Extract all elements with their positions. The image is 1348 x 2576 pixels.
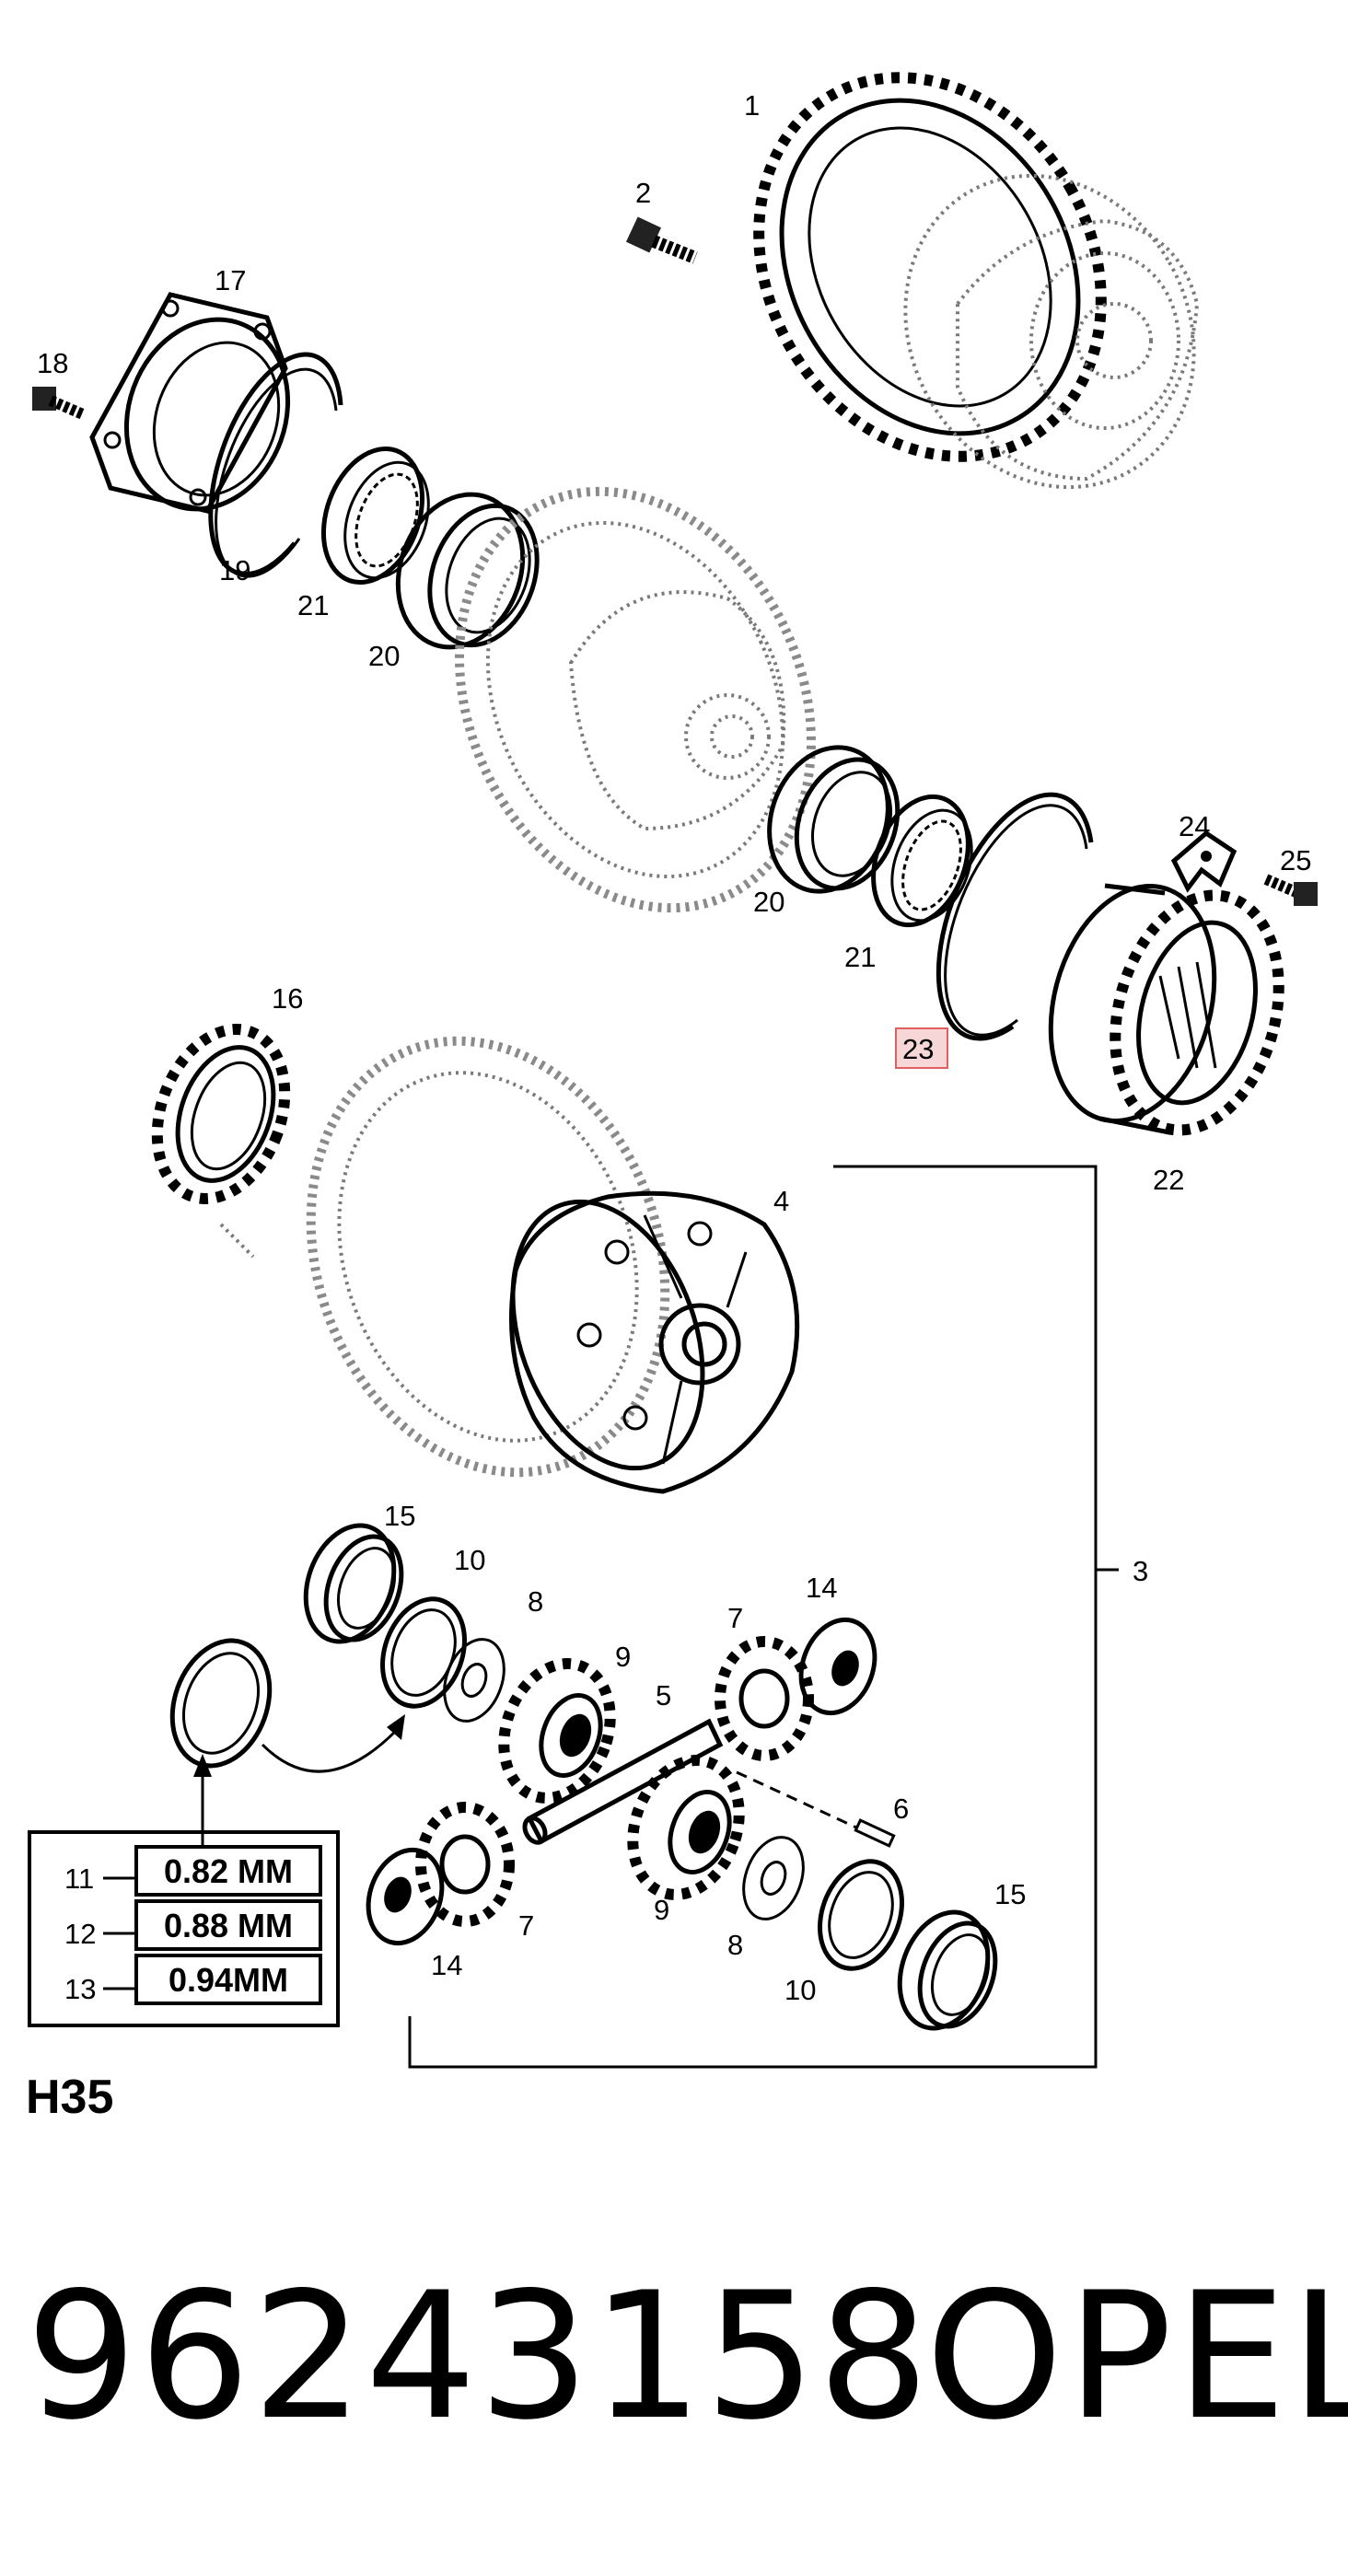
footer: 96243158 OPEL (0, 2237, 1348, 2477)
callout-23-highlight (895, 1027, 948, 1069)
snap-ring-part-23 (935, 792, 1094, 1041)
callout-21-lower: 21 (844, 941, 876, 973)
flange-part-17 (89, 292, 291, 514)
washer-part-10-lower (818, 1859, 904, 1971)
exploded-parts-diagram: 11 12 13 0.82 MM 0.88 MM 0.94MM H35 1 2 … (26, 72, 1318, 2118)
callout-8-lower: 8 (727, 1929, 743, 1961)
spec-value-12: 0.88 MM (164, 1907, 293, 1944)
callout-10-upper: 10 (454, 1544, 485, 1576)
group-bracket-part-3 (408, 1165, 1119, 2069)
callout-2: 2 (635, 177, 651, 209)
bolt-part-25 (1263, 874, 1318, 906)
callout-7-upper: 7 (727, 1602, 743, 1634)
race-part-15-lower (897, 1909, 998, 2031)
washer-part-14-lower (366, 1847, 445, 1946)
callout-14-upper: 14 (806, 1572, 837, 1604)
callout-9-lower: 9 (654, 1894, 669, 1926)
washer-part-14-upper (798, 1617, 877, 1716)
selectable-shim (169, 1638, 273, 1769)
part-number: 96243158 (26, 2255, 932, 2458)
callout-16: 16 (272, 982, 303, 1015)
callout-23: 23 (902, 1033, 934, 1065)
bolt-part-2 (625, 216, 698, 264)
brand-name: OPEL (925, 2255, 1348, 2458)
diagram-code: H35 (26, 2071, 113, 2118)
bearing-part-20-upper (395, 492, 540, 650)
spec-value-11: 0.82 MM (164, 1852, 293, 1890)
callout-21-upper: 21 (297, 589, 329, 621)
up-arrow-icon (193, 1754, 212, 1832)
callout-24: 24 (1179, 810, 1210, 842)
callout-25: 25 (1280, 844, 1311, 876)
ghost-ring-gear-middle (455, 486, 816, 913)
callout-15-lower: 15 (994, 1878, 1026, 1910)
callout-4: 4 (773, 1185, 789, 1217)
pinion-gear-part-7-upper (715, 1636, 814, 1761)
callout-6: 6 (893, 1793, 909, 1825)
callout-3: 3 (1133, 1555, 1148, 1587)
curved-arrow-icon (261, 1714, 405, 1773)
callout-8-upper: 8 (528, 1585, 543, 1618)
callout-19: 19 (219, 554, 250, 586)
callout-9-upper: 9 (615, 1641, 631, 1673)
shaft-part-5 (522, 1718, 857, 1845)
spec-value-13: 0.94MM (168, 1961, 288, 1999)
callout-7-lower: 7 (518, 1909, 534, 1942)
side-gear-part-9-lower (627, 1755, 745, 1900)
snap-ring-part-19 (208, 352, 343, 578)
washer-part-8-lower (742, 1836, 805, 1920)
callout-1: 1 (744, 89, 760, 122)
side-gear-part-9-upper (498, 1658, 616, 1804)
spec-ref-11: 11 (64, 1862, 94, 1895)
callout-10-lower: 10 (784, 1974, 816, 2006)
seal-part-21-lower (871, 794, 973, 928)
callout-14-lower: 14 (431, 1949, 462, 1981)
pin-part-6 (854, 1818, 896, 1848)
ring-gear-part-1 (753, 72, 1200, 490)
bolt-part-18 (32, 387, 86, 420)
pinion-gear-part-7-lower (415, 1802, 515, 1927)
washer-part-8-upper (443, 1638, 506, 1723)
callout-20-upper: 20 (368, 640, 400, 672)
spec-ref-13: 13 (64, 1973, 96, 2005)
callout-5: 5 (656, 1679, 671, 1712)
spec-ref-12: 12 (64, 1918, 96, 1950)
callout-15-upper: 15 (384, 1500, 415, 1532)
callout-20-lower: 20 (753, 886, 784, 918)
sleeve-part-22 (1048, 883, 1284, 1136)
seal-part-21-upper (320, 446, 430, 586)
gear-part-16 (151, 1024, 291, 1204)
shim-spec-table: 11 12 13 0.82 MM 0.88 MM 0.94MM (28, 1830, 340, 2027)
callout-17: 17 (215, 264, 246, 296)
differential-case-part-4 (509, 1190, 800, 1494)
callout-18: 18 (37, 347, 68, 379)
callout-22: 22 (1153, 1164, 1184, 1196)
clip-part-24 (1170, 830, 1238, 893)
race-part-15-upper (303, 1523, 404, 1644)
ghost-ring-gear-lower (219, 1036, 670, 1478)
